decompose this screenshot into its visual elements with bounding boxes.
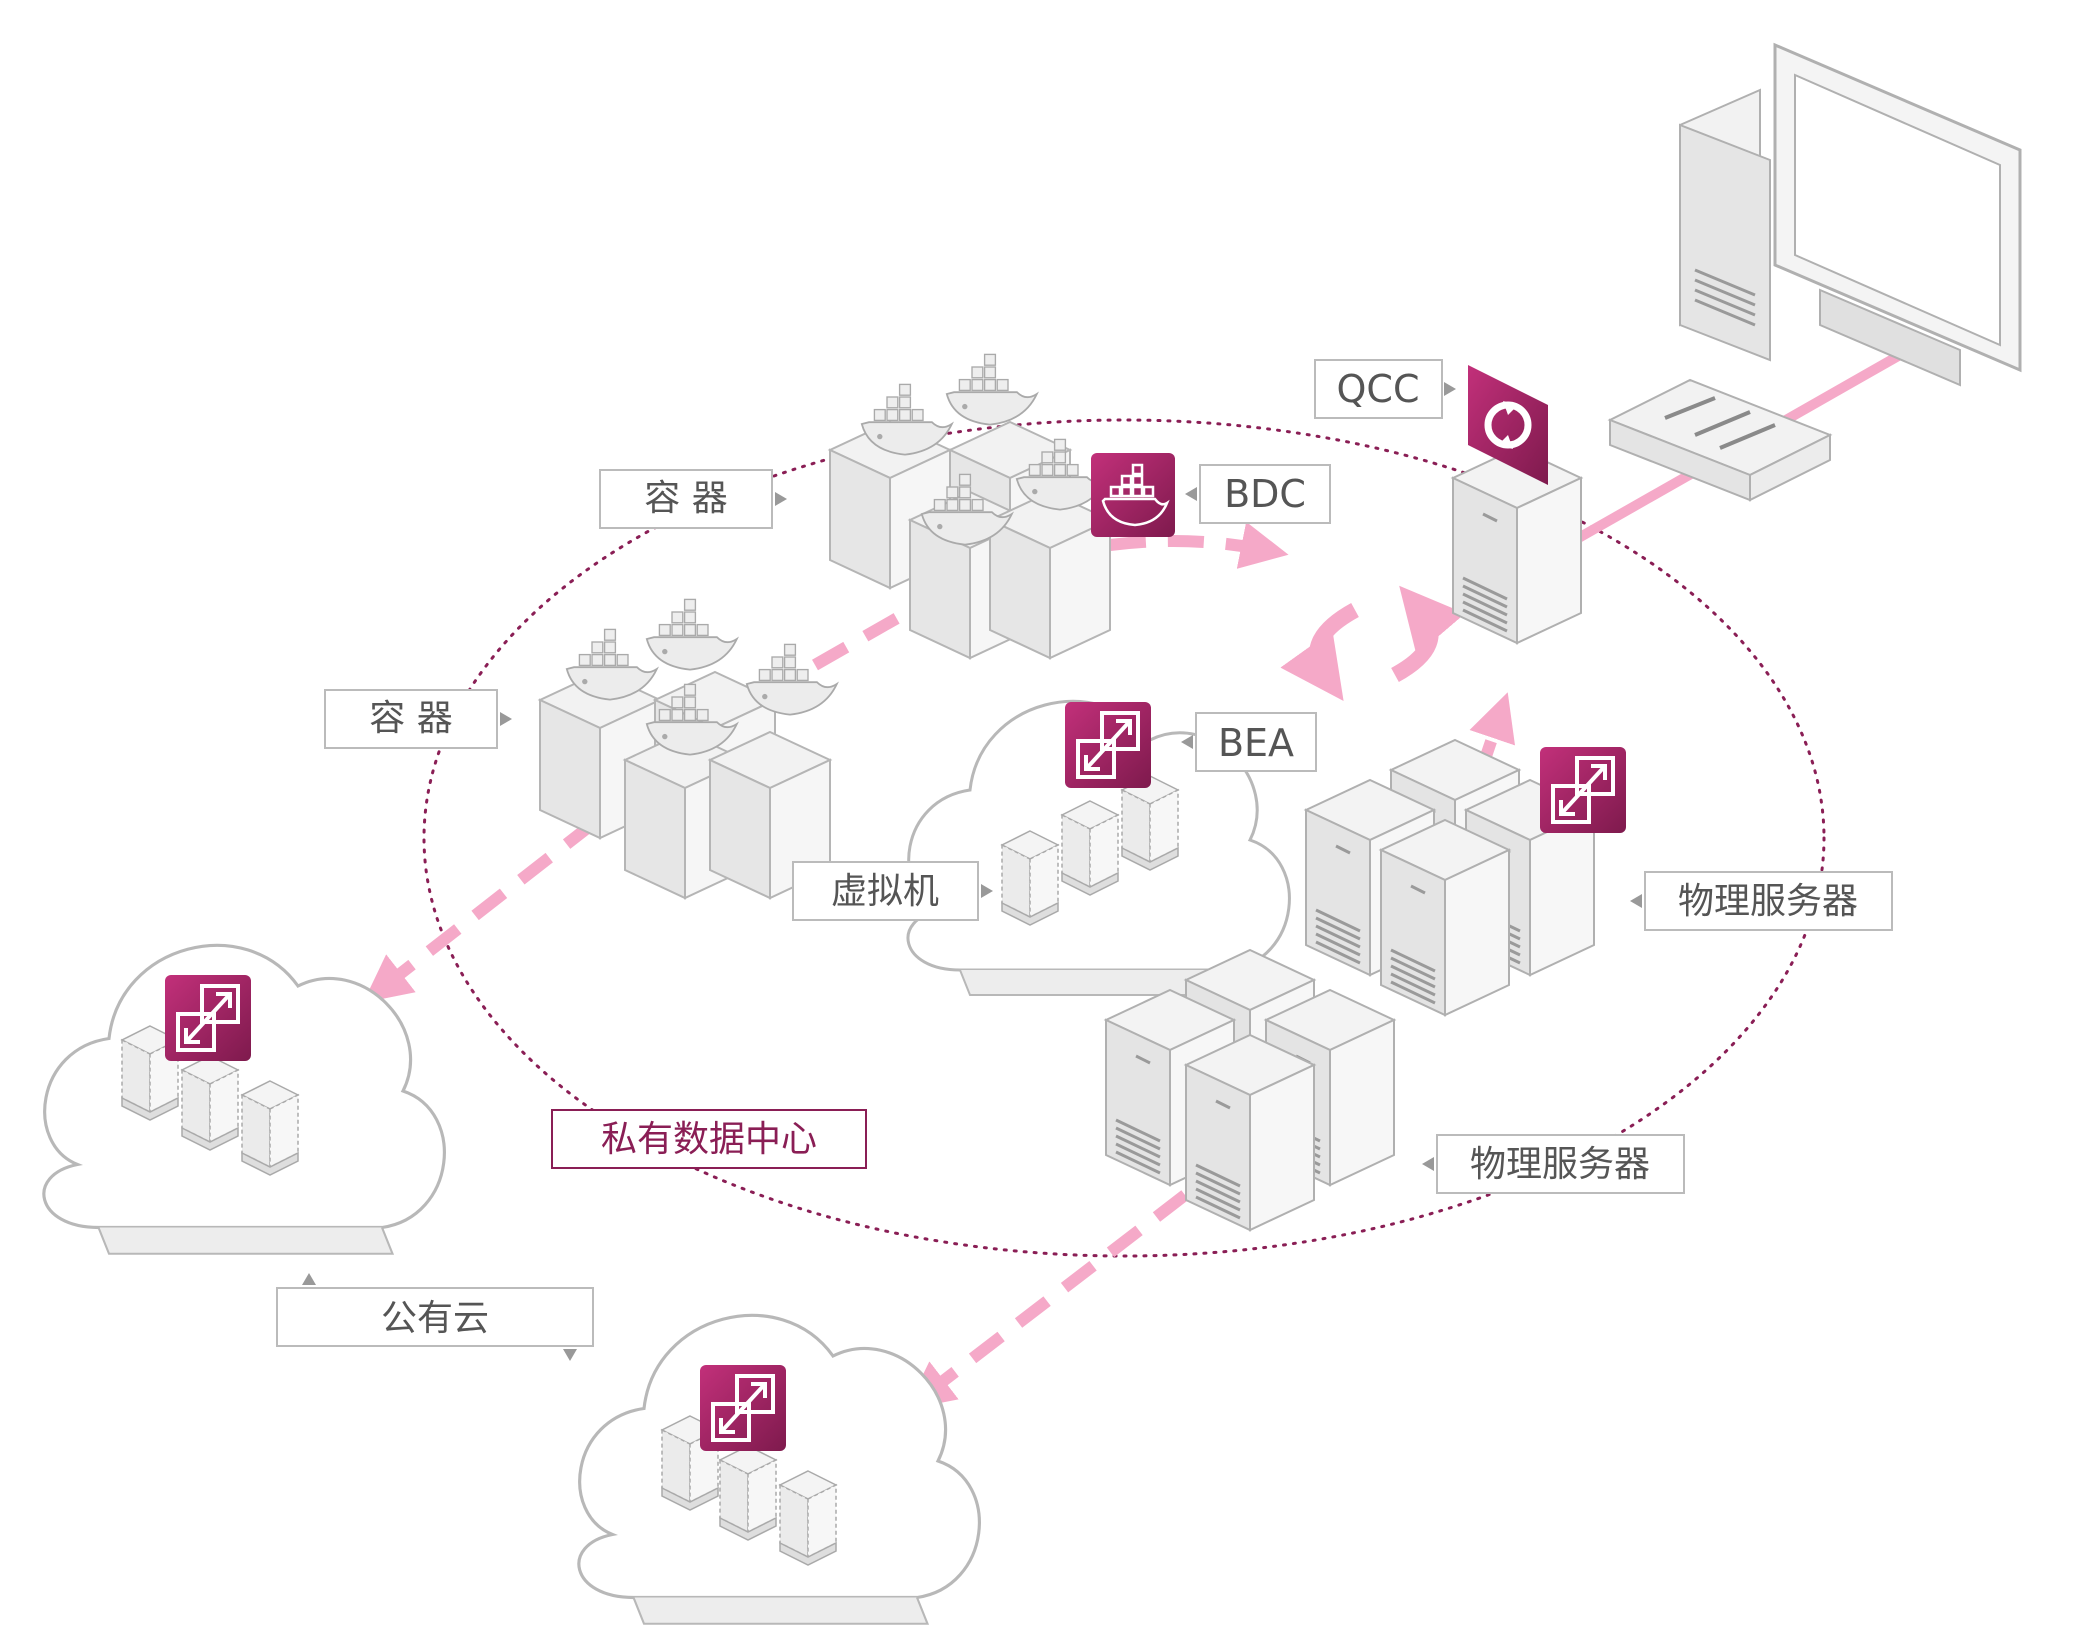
migrate-icon (1538, 745, 1628, 835)
svg-text:QCC: QCC (1337, 367, 1420, 411)
svg-text:容 器: 容 器 (644, 478, 727, 519)
sync-icon (1280, 585, 1466, 702)
container-cluster-top (829, 353, 1111, 659)
docker-whale-icon (1091, 453, 1175, 537)
container-cluster-left (539, 598, 838, 899)
label-physical-bottom: 物理服务器 (1422, 1134, 1685, 1194)
migrate-icon (1063, 700, 1153, 790)
svg-text:私有数据中心: 私有数据中心 (601, 1119, 817, 1160)
arrow-bdc-to-right (1109, 521, 1289, 569)
svg-text:容 器: 容 器 (369, 698, 452, 739)
migrate-icon (163, 973, 253, 1063)
qcc-sync-badge (1468, 365, 1548, 485)
label-qcc: QCC (1314, 359, 1456, 419)
svg-text:BDC: BDC (1224, 472, 1306, 516)
qcc-server (1451, 446, 1583, 645)
label-bdc: BDC (1185, 464, 1331, 524)
public-cloud-bottom (577, 1313, 981, 1626)
migrate-icon (698, 1363, 788, 1453)
label-vm: 虚拟机 (792, 861, 993, 921)
svg-text:公有云: 公有云 (381, 1298, 489, 1339)
label-physical-right: 物理服务器 (1630, 871, 1893, 931)
arrow-physical-to-cloud-bottom (905, 1190, 1189, 1410)
svg-text:BEA: BEA (1218, 721, 1294, 765)
svg-text:物理服务器: 物理服务器 (1678, 881, 1858, 922)
svg-text:虚拟机: 虚拟机 (831, 871, 939, 912)
workstation-icon (1679, 42, 2022, 387)
arrow-containers-to-cloud-left (363, 817, 599, 1003)
label-public-cloud: 公有云 (276, 1273, 594, 1361)
network-switch-icon (1607, 378, 1833, 502)
label-bea: BEA (1181, 712, 1317, 772)
label-container-top: 容 器 (599, 469, 787, 529)
private-datacenter-boundary (422, 418, 1826, 1258)
label-container-left: 容 器 (324, 689, 512, 749)
label-private-datacenter: 私有数据中心 (551, 1109, 867, 1169)
svg-text:物理服务器: 物理服务器 (1470, 1144, 1650, 1185)
